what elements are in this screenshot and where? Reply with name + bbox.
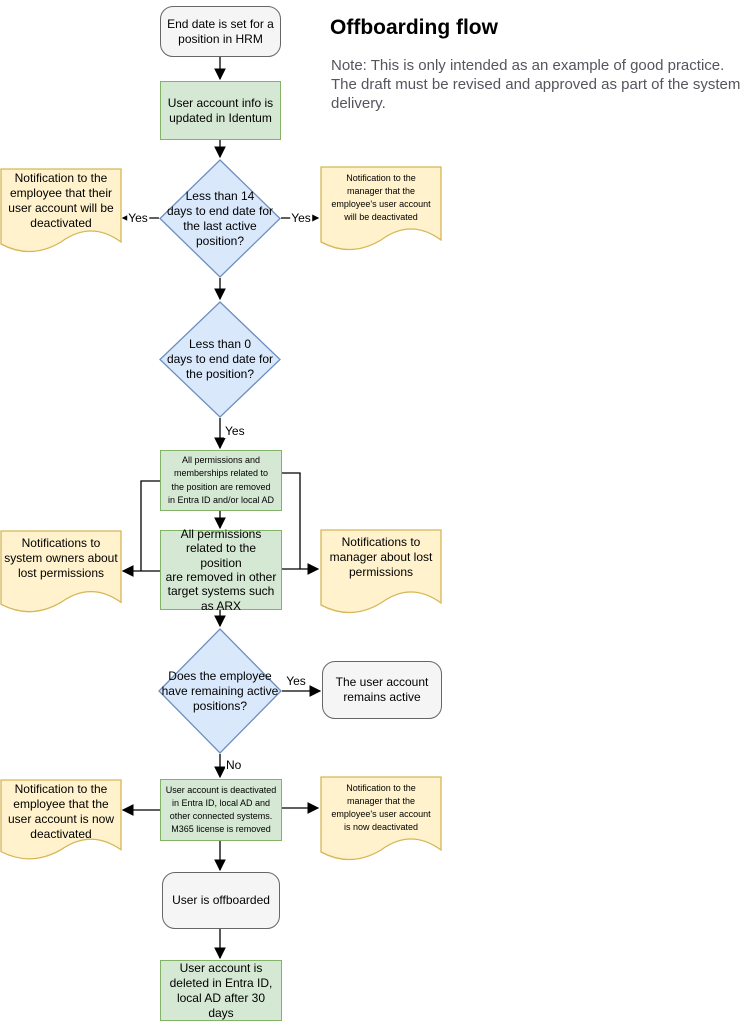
note-employee-now-deactivated: Notification to the employee that the us… [0,779,122,865]
process-deactivate-account: User account is deactivated in Entra ID,… [160,779,282,841]
note-employee-now-deactivated-label: Notification to the employee that the us… [7,782,115,841]
process-remove-permissions-ad: All permissions and memberships related … [160,450,282,511]
terminal-user-offboarded: User is offboarded [162,872,280,929]
edge-label-yes-left: Yes [127,211,149,225]
note-employee-will-be-deactivated: Notification to the employee that their … [0,168,122,258]
terminal-remains-active-label: The user account remains active [335,675,429,704]
document-shape [0,530,122,613]
note-manager-lost-permissions-label: Notifications to manager about lost perm… [329,535,433,579]
decision-less-than-0-days: Less than 0 days to end date for the pos… [159,301,281,418]
process-remove-permissions-other: All permissions related to the position … [160,526,282,613]
note-manager-will-be-deactivated-label: Notification to the manager that the emp… [331,173,431,223]
terminal-remains-active: The user account remains active [322,661,442,719]
edge-label-no-down: No [225,758,243,772]
process-delete-account-label: User account is deleted in Entra ID, loc… [169,960,273,1020]
document-shape [320,776,442,861]
connector-permad-left-branch [140,480,160,571]
decision-less-than-14-days: Less than 14 days to end date for the la… [159,159,281,278]
document-shape [0,168,122,253]
note-manager-lost-permissions: Notifications to manager about lost perm… [320,529,442,619]
disclaimer-note: Note: This is only intended as an exampl… [331,57,741,113]
process-update-identum-label: User account info is updated in Identum [167,95,274,125]
decision-less-than-14-days-label: Less than 14 days to end date for the la… [166,188,274,248]
edge-label-yes-right: Yes [290,211,312,225]
note-system-owners-lost-permissions: Notifications to system owners about los… [0,530,122,618]
diamond-shape [158,628,282,754]
connector-permad-right-branch [282,472,301,569]
terminal-user-offboarded-label: User is offboarded [172,893,270,907]
process-delete-account: User account is deleted in Entra ID, loc… [160,960,282,1021]
document-shape [320,529,442,614]
diamond-shape [159,301,281,418]
process-remove-permissions-other-label: All permissions related to the position … [165,526,277,613]
start-node-label: End date is set for a position in HRM [167,16,274,46]
process-deactivate-account-label: User account is deactivated in Entra ID,… [165,784,277,835]
note-system-owners-lost-permissions-label: Notifications to system owners about los… [4,536,118,580]
start-node: End date is set for a position in HRM [160,6,281,57]
decision-remaining-active-positions-label: Does the employee have remaining active … [161,668,279,713]
process-remove-permissions-ad-label: All permissions and memberships related … [167,455,275,505]
process-update-identum: User account info is updated in Identum [160,81,281,140]
decision-remaining-active-positions: Does the employee have remaining active … [158,628,282,754]
edge-label-yes-remaining: Yes [285,674,307,688]
document-shape [0,779,122,860]
edge-label-yes-down: Yes [224,424,246,438]
decision-less-than-0-days-label: Less than 0 days to end date for the pos… [166,337,274,381]
note-manager-now-deactivated: Notification to the manager that the emp… [320,776,442,866]
note-employee-will-be-deactivated-label: Notification to the employee that their … [8,171,114,230]
note-manager-will-be-deactivated: Notification to the manager that the emp… [320,166,442,256]
note-manager-now-deactivated-label: Notification to the manager that the emp… [331,783,431,833]
page-title: Offboarding flow [330,16,498,39]
document-shape [320,166,442,251]
diamond-shape [159,159,281,278]
